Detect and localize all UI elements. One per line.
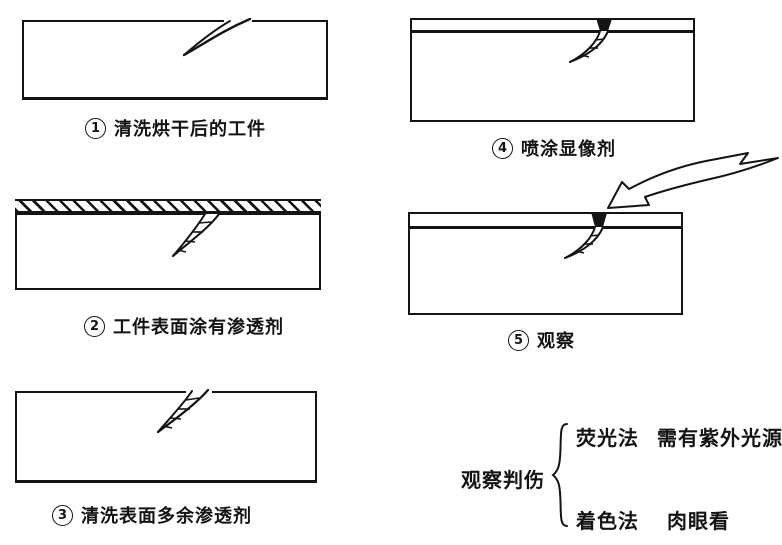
step-2-caption: 2 工件表面涂有渗透剂	[84, 313, 284, 339]
step-1-label: 清洗烘干后的工件	[114, 119, 266, 140]
developer-layer-line	[410, 226, 681, 229]
observation-arrow-icon	[600, 148, 782, 212]
penetrant-layer	[15, 199, 321, 213]
step-5-caption: 5 观察	[508, 327, 575, 353]
crack-indication-icon	[553, 212, 607, 262]
legend-method-fluorescent: 荧光法	[576, 426, 639, 450]
step-3-number-badge: 3	[52, 504, 73, 526]
workpiece-cross-section	[408, 212, 683, 315]
step-3-label: 清洗表面多余渗透剂	[81, 506, 252, 527]
step-2-label: 工件表面涂有渗透剂	[113, 317, 284, 338]
legend-root-label: 观察判伤	[461, 468, 545, 492]
step-1-caption: 1 清洗烘干后的工件	[85, 115, 266, 141]
step-5-number-badge: 5	[508, 329, 529, 351]
workpiece-cross-section	[15, 213, 321, 290]
legend-note-dye: 肉眼看	[667, 509, 730, 533]
legend-note-fluorescent: 需有紫外光源	[657, 426, 782, 450]
step-4-label: 喷涂显像剂	[521, 139, 616, 160]
crack-filled-icon	[148, 384, 212, 436]
crack-indication-icon	[558, 18, 612, 64]
crack-icon	[170, 17, 252, 59]
step-5-label: 观察	[537, 331, 575, 352]
brace-icon	[551, 422, 571, 528]
workpiece-cross-section	[15, 391, 317, 483]
step-2-number-badge: 2	[84, 315, 105, 337]
step-4-caption: 4 喷涂显像剂	[492, 135, 616, 161]
workpiece-cross-section	[22, 20, 328, 100]
crack-filled-icon	[165, 212, 231, 260]
step-3-caption: 3 清洗表面多余渗透剂	[52, 502, 252, 528]
workpiece-cross-section	[410, 18, 695, 122]
step-4-number-badge: 4	[492, 137, 513, 159]
legend-method-dye: 着色法	[576, 509, 639, 533]
step-1-number-badge: 1	[85, 117, 106, 139]
developer-layer-line	[412, 30, 693, 33]
